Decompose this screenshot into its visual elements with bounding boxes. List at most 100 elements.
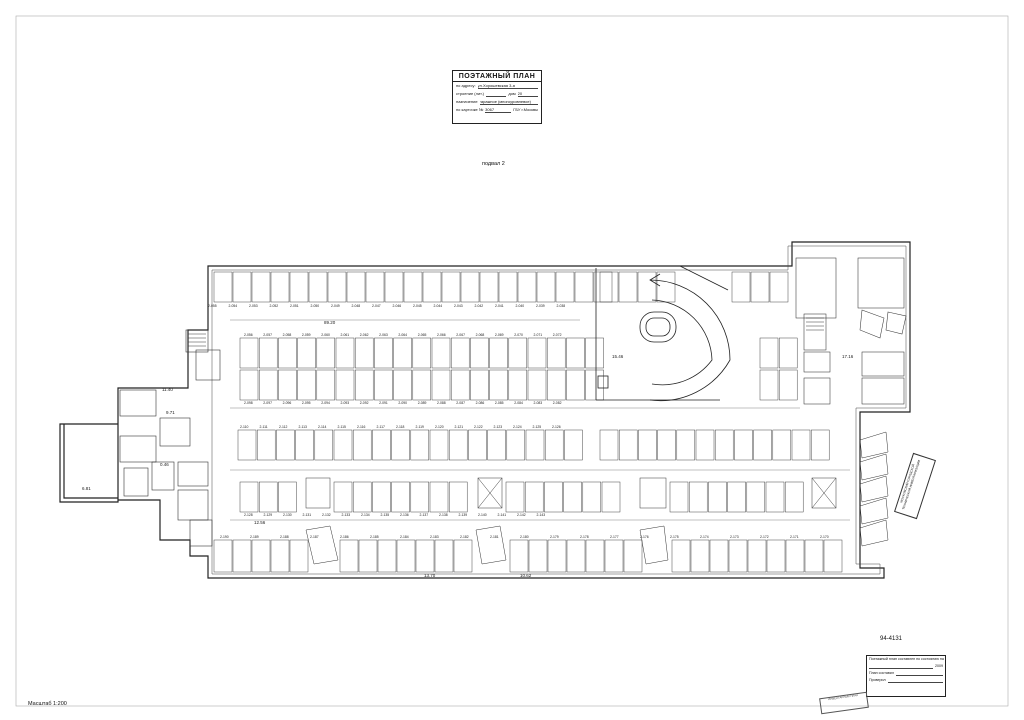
stall-number: 2-066: [437, 333, 446, 337]
stall-number: 2-056: [244, 333, 253, 337]
area-label: 17.16: [842, 354, 854, 359]
building-label: строение (лит.): [456, 91, 485, 96]
parking-stall: [358, 539, 378, 573]
parking-stall: [258, 337, 278, 369]
parking-stall: [232, 271, 252, 303]
area-label: 0.46: [160, 462, 169, 467]
stall-number: 2-053: [249, 304, 258, 308]
parking-stall: [258, 481, 278, 513]
ramp: [595, 265, 731, 402]
address-label: по адресу:: [456, 83, 476, 88]
stall-number: 2-190: [220, 535, 229, 539]
title-block: ПОЭТАЖНЫЙ ПЛАН по адресу: ул.Хорошевская…: [452, 70, 542, 124]
stall-number: 2-117: [377, 425, 386, 429]
parking-stall: [638, 429, 657, 461]
parking-stall: [759, 337, 779, 369]
parking-stall: [460, 271, 480, 303]
stall-number: 2-051: [290, 304, 299, 308]
stair-cores: [305, 477, 837, 509]
purpose-value: гаражное (многоуровневое): [479, 99, 538, 105]
stall-number: 2-115: [338, 425, 347, 429]
parking-stall: [489, 337, 508, 369]
parking-stall: [695, 429, 715, 461]
stall-number: 2-082: [553, 401, 562, 405]
stall-number: 2-111: [260, 425, 268, 429]
stall-number: 2-043: [454, 304, 463, 308]
parking-stall: [333, 481, 353, 513]
parking-stall: [671, 539, 691, 573]
stall-number: 2-182: [460, 535, 469, 539]
parking-stall: [297, 369, 316, 401]
parking-stall: [582, 481, 602, 513]
parking-stall: [784, 481, 804, 513]
right-core-rooms: [795, 257, 907, 405]
stall-number: 2-124: [513, 425, 522, 429]
parking-stall: [237, 429, 257, 461]
scale-label: Масштаб 1:200: [28, 701, 67, 707]
parking-stall: [637, 271, 657, 303]
area-label: 89.20: [324, 320, 336, 325]
record-value: 3067: [485, 107, 512, 113]
stall-number: 2-059: [302, 333, 311, 337]
parking-stall: [403, 271, 423, 303]
parking-stall: [239, 369, 259, 401]
parking-stall: [508, 337, 528, 369]
parking-stall: [453, 539, 473, 573]
stall-number: 2-039: [536, 304, 545, 308]
stall-number: 2-178: [580, 535, 589, 539]
parking-stall: [727, 481, 746, 513]
parking-stall: [555, 271, 575, 303]
parking-stall: [278, 337, 297, 369]
parking-stall: [365, 271, 385, 303]
stall-number: 2-088: [437, 401, 446, 405]
parking-stall: [618, 429, 638, 461]
stall-number: 2-084: [514, 401, 523, 405]
parking-stall: [656, 271, 676, 303]
partitions: [230, 319, 850, 521]
parking-stall: [333, 429, 353, 461]
stall-number: 2-174: [700, 535, 709, 539]
area-label: 10.62: [520, 573, 532, 578]
parking-stall: [563, 481, 582, 513]
stall-number: 2-142: [517, 513, 526, 517]
parking-stall: [709, 539, 729, 573]
parking-stall: [448, 481, 468, 513]
parking-stall: [213, 271, 233, 303]
parking-stall: [765, 481, 785, 513]
parking-stall: [270, 271, 290, 303]
parking-stall: [232, 539, 252, 573]
stall-number: 2-085: [495, 401, 504, 405]
stall-number: 2-126: [552, 425, 561, 429]
stall-number: 2-189: [250, 535, 259, 539]
parking-stall: [374, 337, 393, 369]
parking-stall: [750, 271, 770, 303]
parking-stall: [393, 369, 412, 401]
area-label: 6.81: [82, 486, 91, 491]
inner-wall-line: [211, 245, 907, 575]
parking-stall: [258, 369, 278, 401]
stall-number: 2-129: [264, 513, 273, 517]
building-blank: [486, 91, 507, 97]
parking-stall: [753, 429, 772, 461]
approval-date-blank: [869, 664, 933, 669]
parking-stall: [314, 429, 334, 461]
parking-stall: [604, 539, 624, 573]
parking-stall: [412, 337, 432, 369]
parking-stall: [599, 271, 619, 303]
stall-number: 2-141: [498, 513, 507, 517]
parking-stall: [391, 429, 410, 461]
stall-number: 2-096: [283, 401, 292, 405]
stall-number: 2-134: [361, 513, 370, 517]
floor-label: подвал 2: [482, 161, 505, 167]
area-label: 12.56: [254, 520, 266, 525]
stall-number: 2-091: [379, 401, 388, 405]
parking-stall: [410, 429, 430, 461]
stall-number: 2-048: [352, 304, 361, 308]
title-heading: ПОЭТАЖНЫЙ ПЛАН: [453, 71, 541, 82]
parking-stall: [239, 337, 259, 369]
parking-stall: [714, 429, 734, 461]
stall-number: 2-121: [455, 425, 464, 429]
parking-stall: [759, 369, 779, 401]
stall-number: 2-188: [280, 535, 289, 539]
building-no-value: 20: [517, 91, 538, 97]
